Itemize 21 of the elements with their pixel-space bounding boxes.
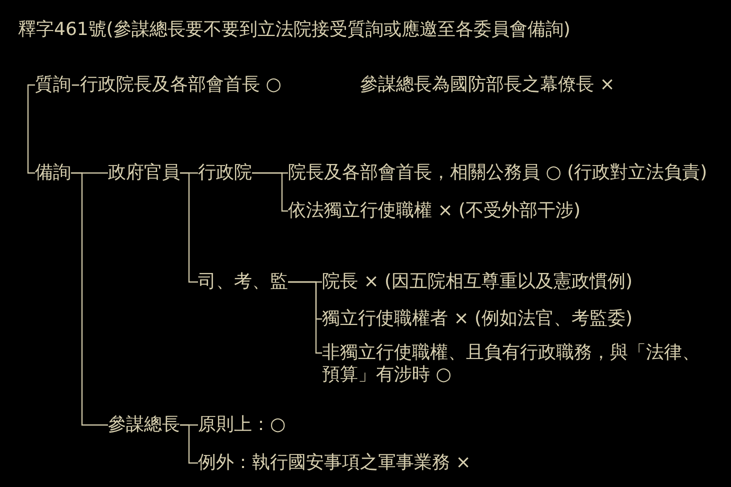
branch-text: 例外：執行國安事項之軍事業務 × xyxy=(198,452,471,474)
title: 釋字461號(參謀總長要不要到立法院接受質詢或應邀至各委員會備詢) xyxy=(18,19,570,41)
branch-text: 院長及各部會首長，相關公務員 ○ (行政對立法負責) xyxy=(288,162,708,184)
branch-text: 政府官員 xyxy=(108,162,180,184)
tree-connector xyxy=(180,172,198,283)
branch-text: 原則上：○ xyxy=(198,414,286,436)
tree-connector xyxy=(252,172,288,212)
branch-text: 司、考、監 xyxy=(198,271,288,293)
branch-text: 行政院 xyxy=(198,162,252,184)
branch-text: 院長 × (因五院相互尊重以及憲政慣例) xyxy=(322,271,633,293)
tree-connector xyxy=(180,424,198,464)
tree-connector xyxy=(71,172,108,426)
branch-text: 質詢–行政院長及各部會首長 ○ xyxy=(35,74,282,96)
note-text: 參謀總長為國防部長之幕僚長 × xyxy=(360,74,615,96)
branch-text: 依法獨立行使職權 × (不受外部干涉) xyxy=(288,200,581,222)
branch-text: 獨立行使職權者 × (例如法官、考監委) xyxy=(322,308,633,330)
tree-connector xyxy=(288,281,322,354)
branch-text: 參謀總長 xyxy=(108,414,180,436)
branch-text: 備詢 xyxy=(35,162,71,184)
branch-text: 非獨立行使職權、且負有行政職務，與「法律、預算」有涉時 ○ xyxy=(322,342,707,386)
tree-connector xyxy=(27,84,35,174)
